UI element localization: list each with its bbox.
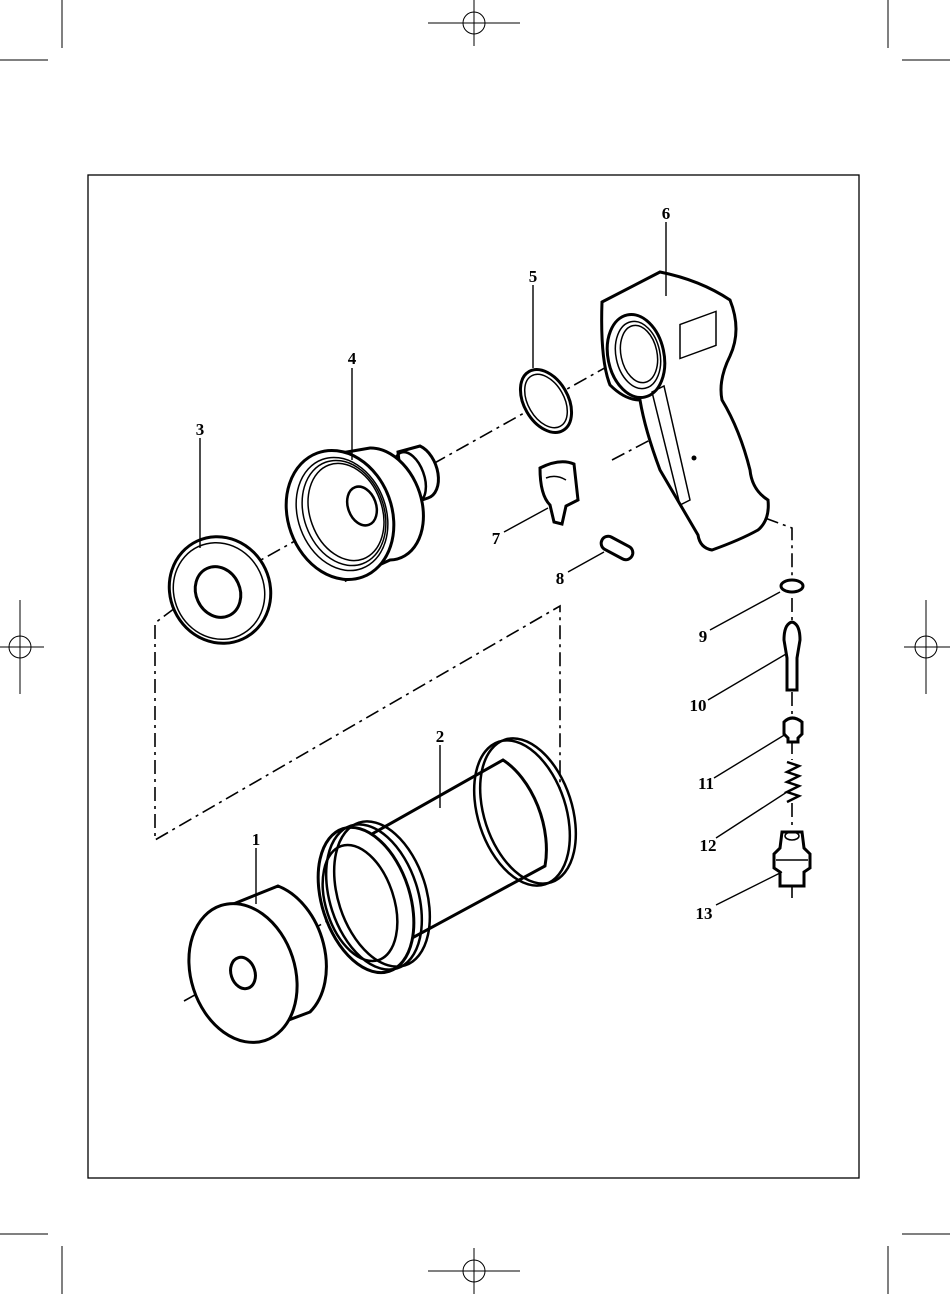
part-label-5: 5 bbox=[529, 267, 538, 286]
part-label-13: 13 bbox=[696, 904, 713, 923]
registration-mark-right bbox=[904, 600, 950, 694]
part-13-air-inlet-fitting bbox=[774, 832, 810, 886]
part-label-7: 7 bbox=[492, 529, 501, 548]
part-12-spring bbox=[787, 762, 799, 802]
part-label-12: 12 bbox=[700, 836, 717, 855]
part-6-grip-handle bbox=[600, 272, 768, 550]
part-label-6: 6 bbox=[662, 204, 671, 223]
part-label-2: 2 bbox=[436, 727, 445, 746]
registration-mark-top bbox=[428, 0, 520, 46]
part-label-1: 1 bbox=[252, 830, 261, 849]
diagram-frame bbox=[88, 175, 859, 1178]
part-2-cylinder bbox=[301, 726, 593, 985]
part-label-9: 9 bbox=[699, 627, 708, 646]
part-11-valve-seat bbox=[784, 718, 802, 742]
part-7-trigger bbox=[540, 462, 578, 524]
registration-mark-bottom bbox=[428, 1248, 520, 1294]
part-10-valve-stem bbox=[784, 622, 800, 690]
part-3-washer bbox=[152, 520, 288, 660]
part-label-4: 4 bbox=[348, 349, 357, 368]
part-label-3: 3 bbox=[196, 420, 205, 439]
part-8-pin bbox=[599, 534, 636, 562]
part-label-11: 11 bbox=[698, 774, 714, 793]
registration-mark-left bbox=[0, 600, 44, 694]
part-1-end-cap bbox=[172, 886, 327, 1057]
part-5-o-ring bbox=[510, 361, 582, 442]
part-9-small-o-ring bbox=[781, 580, 803, 592]
part-4-threaded-head bbox=[269, 435, 439, 595]
part-label-10: 10 bbox=[690, 696, 707, 715]
part-label-8: 8 bbox=[556, 569, 565, 588]
